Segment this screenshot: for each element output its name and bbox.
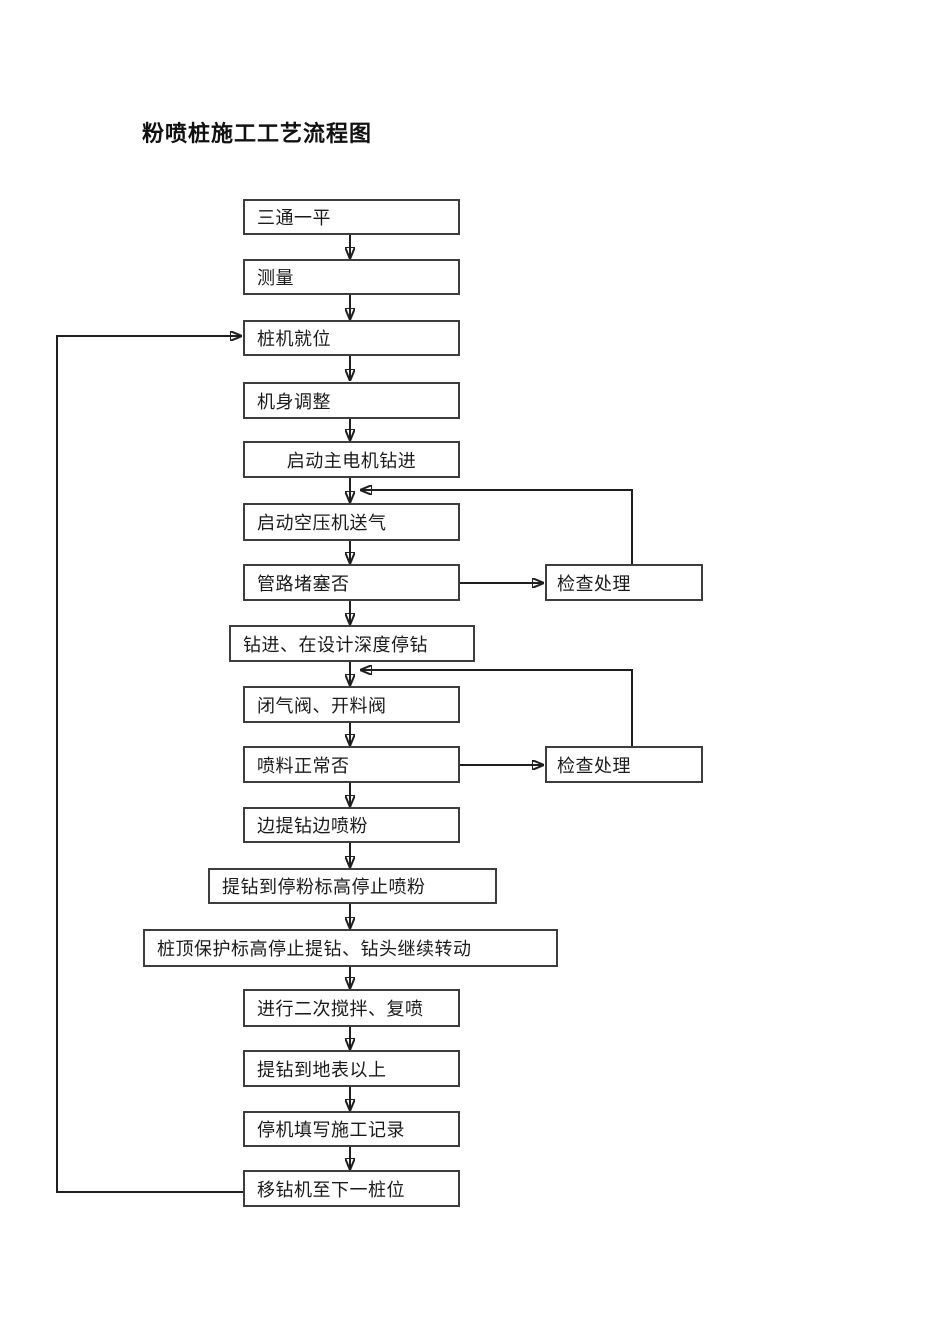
flow-node-lift-to-stop-powder-elevation: 提钻到停粉标高停止喷粉 [208, 868, 497, 904]
flow-node-label: 提钻到地表以上 [257, 1059, 387, 1080]
flow-node-move-rig-to-next-pile: 移钻机至下一桩位 [243, 1170, 460, 1207]
flow-node-pipe-blockage-check: 管路堵塞否 [243, 564, 460, 601]
flow-node-inspect-handle-2: 检查处理 [545, 746, 703, 783]
flow-node-label: 停机填写施工记录 [257, 1120, 405, 1140]
flow-node-label: 闭气阀、开料阀 [257, 695, 387, 716]
flow-node-close-air-valve-open-feed-valve: 闭气阀、开料阀 [243, 686, 460, 723]
flow-node-label: 机身调整 [257, 391, 331, 412]
flow-node-drill-to-design-depth: 钻进、在设计深度停钻 [229, 625, 475, 662]
flow-node-stop-fill-construction-record: 停机填写施工记录 [243, 1111, 460, 1147]
flow-node-label: 边提钻边喷粉 [257, 816, 368, 836]
flow-node-label: 测量 [257, 268, 294, 288]
flow-node-label: 桩机就位 [257, 329, 331, 349]
flow-node-start-air-compressor: 启动空压机送气 [243, 503, 460, 541]
flow-node-label: 启动主电机钻进 [286, 450, 417, 471]
flow-node-label: 启动空压机送气 [257, 513, 387, 533]
flow-node-site-preparation: 三通一平 [243, 199, 460, 235]
flow-node-lift-drill-above-ground: 提钻到地表以上 [243, 1050, 460, 1087]
return-inspect-2-to-valves [361, 670, 633, 746]
return-inspect-1-to-air-compressor [361, 490, 633, 564]
flow-node-label: 提钻到停粉标高停止喷粉 [222, 877, 426, 897]
flow-node-start-main-motor-drilling: 启动主电机钻进 [243, 441, 460, 478]
flow-node-inspect-handle-1: 检查处理 [545, 564, 703, 601]
flow-node-label: 桩顶保护标高停止提钻、钻头继续转动 [157, 939, 472, 959]
flow-node-pile-rig-positioning: 桩机就位 [243, 320, 460, 356]
flow-node-label: 管路堵塞否 [257, 573, 350, 594]
flow-node-label: 检查处理 [557, 755, 631, 776]
flow-node-body-adjustment: 机身调整 [243, 382, 460, 419]
flow-node-label: 钻进、在设计深度停钻 [243, 634, 428, 655]
flow-node-label: 移钻机至下一桩位 [257, 1179, 405, 1200]
flow-node-secondary-mixing-respray: 进行二次搅拌、复喷 [243, 989, 460, 1027]
flow-node-lift-drill-while-spraying: 边提钻边喷粉 [243, 807, 460, 843]
flow-node-pile-top-protection-elevation: 桩顶保护标高停止提钻、钻头继续转动 [143, 929, 558, 967]
flow-node-spray-normal-check: 喷料正常否 [243, 746, 460, 783]
loop-move-rig-to-rig-positioning [56, 336, 243, 1193]
flow-node-label: 三通一平 [257, 208, 331, 228]
flow-node-label: 检查处理 [557, 573, 631, 594]
flow-node-label: 进行二次搅拌、复喷 [257, 999, 424, 1019]
flow-node-label: 喷料正常否 [257, 755, 350, 776]
flow-node-survey: 测量 [243, 259, 460, 295]
page-title: 粉喷桩施工工艺流程图 [142, 121, 373, 146]
